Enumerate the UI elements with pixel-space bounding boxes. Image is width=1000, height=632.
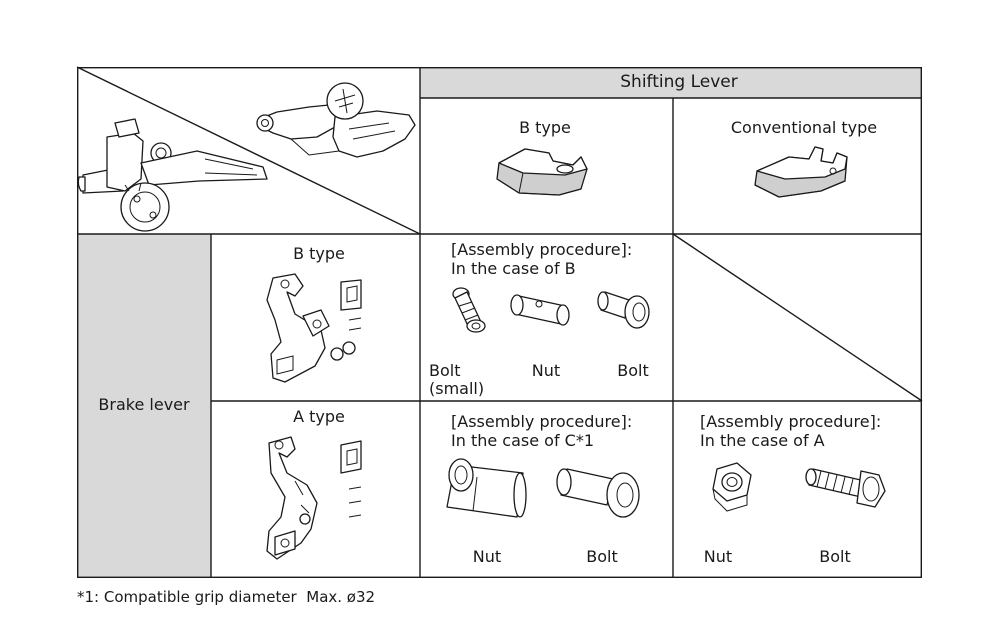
b-b-procedure-title: [Assembly procedure]:	[451, 240, 633, 259]
hex-nut-icon	[712, 462, 752, 512]
b-b-part-bolt-2: Bolt	[617, 361, 649, 380]
large-nut-icon	[446, 458, 527, 518]
b-b-part-bolt: Bolt	[429, 361, 461, 380]
shifter-conventional-clamp-illustration	[754, 146, 848, 198]
brake-shifter-illustration	[77, 82, 416, 232]
nut-icon	[510, 294, 570, 326]
table-grid	[76, 66, 923, 579]
shifter-drawing	[256, 82, 416, 158]
a-b-part-nut: Nut	[472, 547, 502, 566]
brake-lever-label: Brake lever	[98, 395, 190, 414]
shifting-b-type-label: B type	[519, 118, 571, 137]
brake-a-type-clamp-illustration	[266, 436, 362, 560]
shifting-lever-header-bg	[420, 67, 922, 98]
a-conv-procedure-case: In the case of A	[700, 431, 825, 450]
brake-b-type-label: B type	[293, 244, 345, 263]
brake-b-type-clamp-illustration	[266, 273, 362, 383]
brake-lever-drawing	[77, 118, 268, 232]
b-b-part-bolt-small: (small)	[429, 379, 485, 398]
compatibility-table: Shifting Lever B type Conventional type	[76, 66, 923, 579]
brake-lever-header-bg	[77, 234, 211, 578]
brake-a-type-label: A type	[293, 407, 345, 426]
shifter-b-type-clamp-illustration	[496, 148, 588, 196]
shifting-lever-title: Shifting Lever	[620, 72, 738, 92]
large-bolt-icon	[556, 468, 640, 518]
b-b-part-nut: Nut	[531, 361, 561, 380]
a-b-parts-illustration	[446, 458, 640, 518]
b-b-procedure-case: In the case of B	[451, 259, 576, 278]
a-b-procedure-title: [Assembly procedure]:	[451, 412, 633, 431]
shifting-conventional-type-label: Conventional type	[730, 118, 878, 137]
bolt-icon	[597, 291, 650, 329]
a-conv-procedure-title: [Assembly procedure]:	[700, 412, 882, 431]
a-conv-part-bolt: Bolt	[819, 547, 851, 566]
b-b-parts-illustration	[452, 287, 650, 333]
a-b-part-bolt: Bolt	[586, 547, 618, 566]
threaded-bolt-icon	[805, 468, 886, 508]
footnote: *1: Compatible grip diameter Max. ø32	[77, 588, 376, 606]
a-conv-part-nut: Nut	[703, 547, 733, 566]
small-bolt-icon	[452, 287, 486, 333]
a-conv-parts-illustration	[712, 462, 886, 512]
a-b-procedure-case: In the case of C*1	[451, 431, 595, 450]
